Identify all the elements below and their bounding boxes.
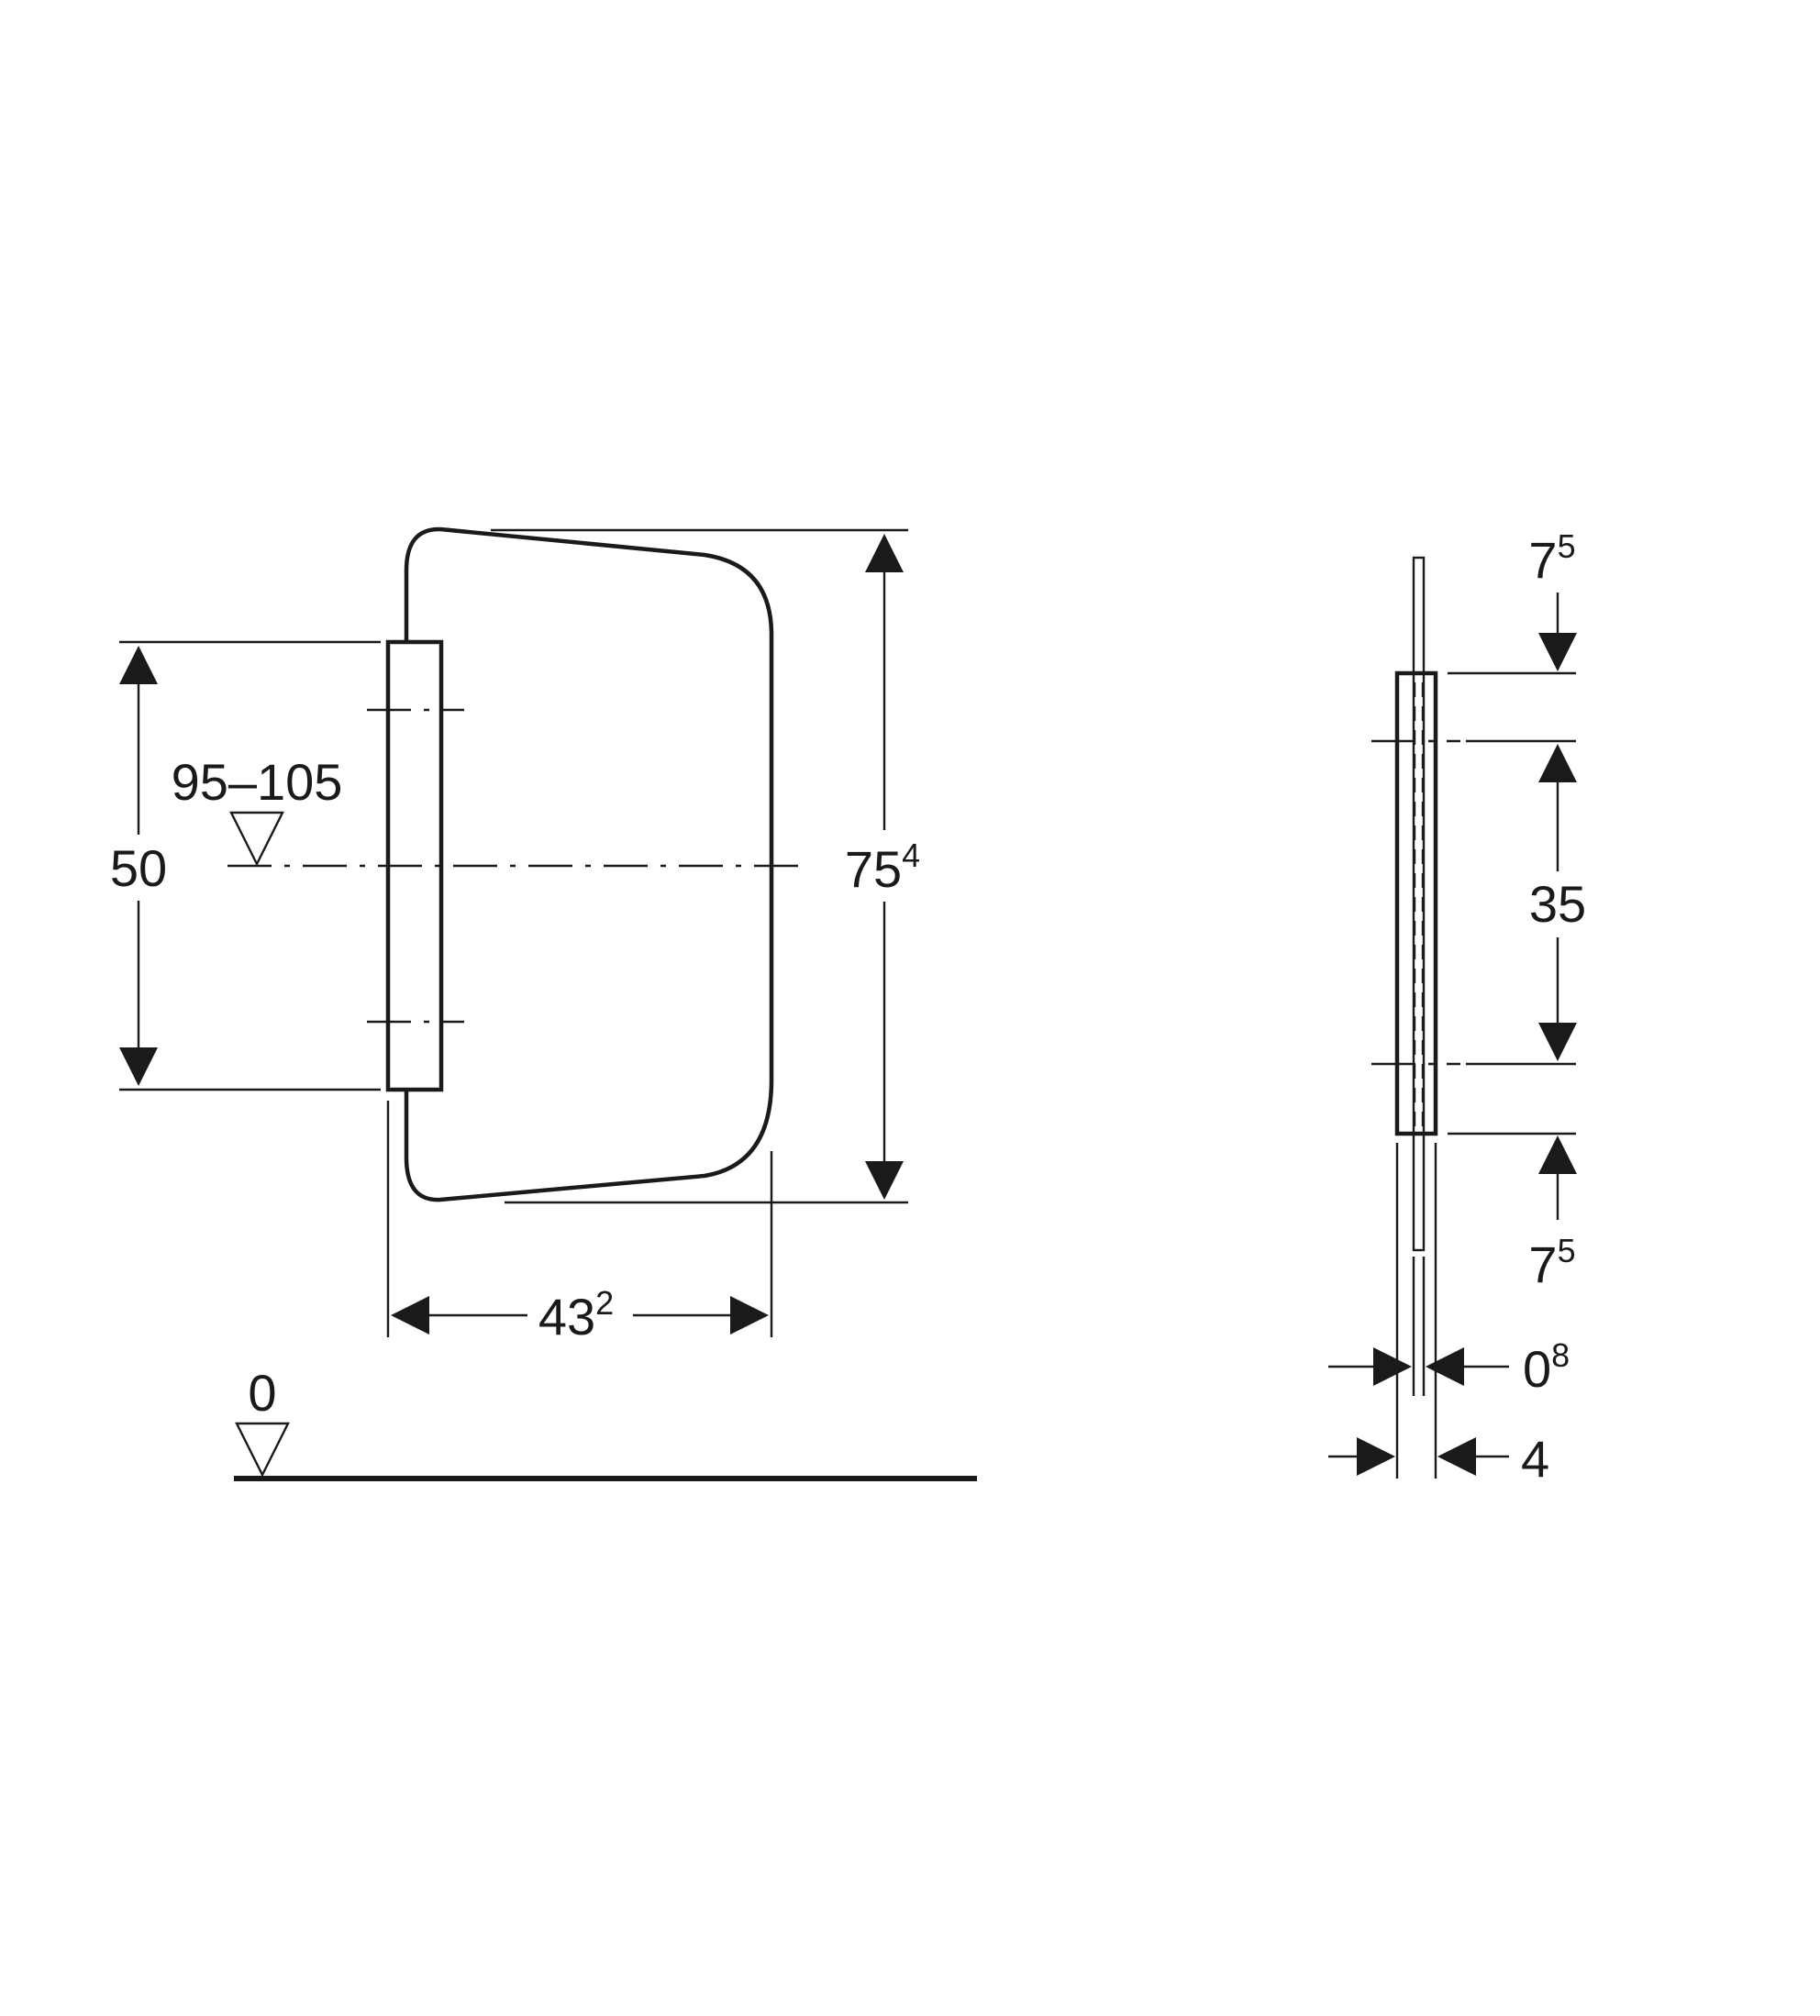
- height-label: 754: [845, 836, 920, 898]
- front-view: 754 50 95–105 432 0: [101, 526, 977, 1481]
- side-view: 75 35 75 08 4: [1328, 527, 1586, 1488]
- bracket-spacing-label: 50: [110, 839, 167, 897]
- mounting-height-marker-icon: [229, 811, 284, 867]
- panel-thickness-label: 08: [1523, 1336, 1570, 1398]
- width-arrow-left: [391, 1296, 429, 1335]
- floor-level-label: 0: [248, 1364, 276, 1422]
- mounting-height-label: 95–105: [172, 753, 343, 811]
- hole-distance-label: 35: [1529, 875, 1586, 933]
- depth-arrow-right: [1437, 1437, 1476, 1476]
- floor-level-marker-icon: [235, 1422, 290, 1478]
- width-arrow-right: [730, 1296, 769, 1335]
- width-label: 432: [538, 1284, 614, 1346]
- depth-label: 4: [1521, 1430, 1549, 1488]
- bottom-offset-label: 75: [1528, 1232, 1575, 1293]
- panel-outline: [404, 526, 774, 1202]
- height-arrow-top: [865, 534, 904, 572]
- panel-thickness-arrow-right: [1426, 1347, 1464, 1386]
- depth-arrow-left: [1357, 1437, 1395, 1476]
- top-offset-label: 75: [1528, 527, 1575, 589]
- bracket-arrow-top: [119, 646, 158, 684]
- hole-distance-arrow-top: [1538, 744, 1577, 782]
- top-offset-arrow: [1538, 633, 1577, 671]
- bracket-arrow-bottom: [119, 1047, 158, 1086]
- panel-thickness-arrow-left: [1373, 1347, 1412, 1386]
- bottom-offset-arrow: [1538, 1135, 1577, 1174]
- side-bracket: [1394, 670, 1438, 1136]
- height-arrow-bottom: [865, 1161, 904, 1200]
- hole-distance-arrow-bottom: [1538, 1023, 1577, 1061]
